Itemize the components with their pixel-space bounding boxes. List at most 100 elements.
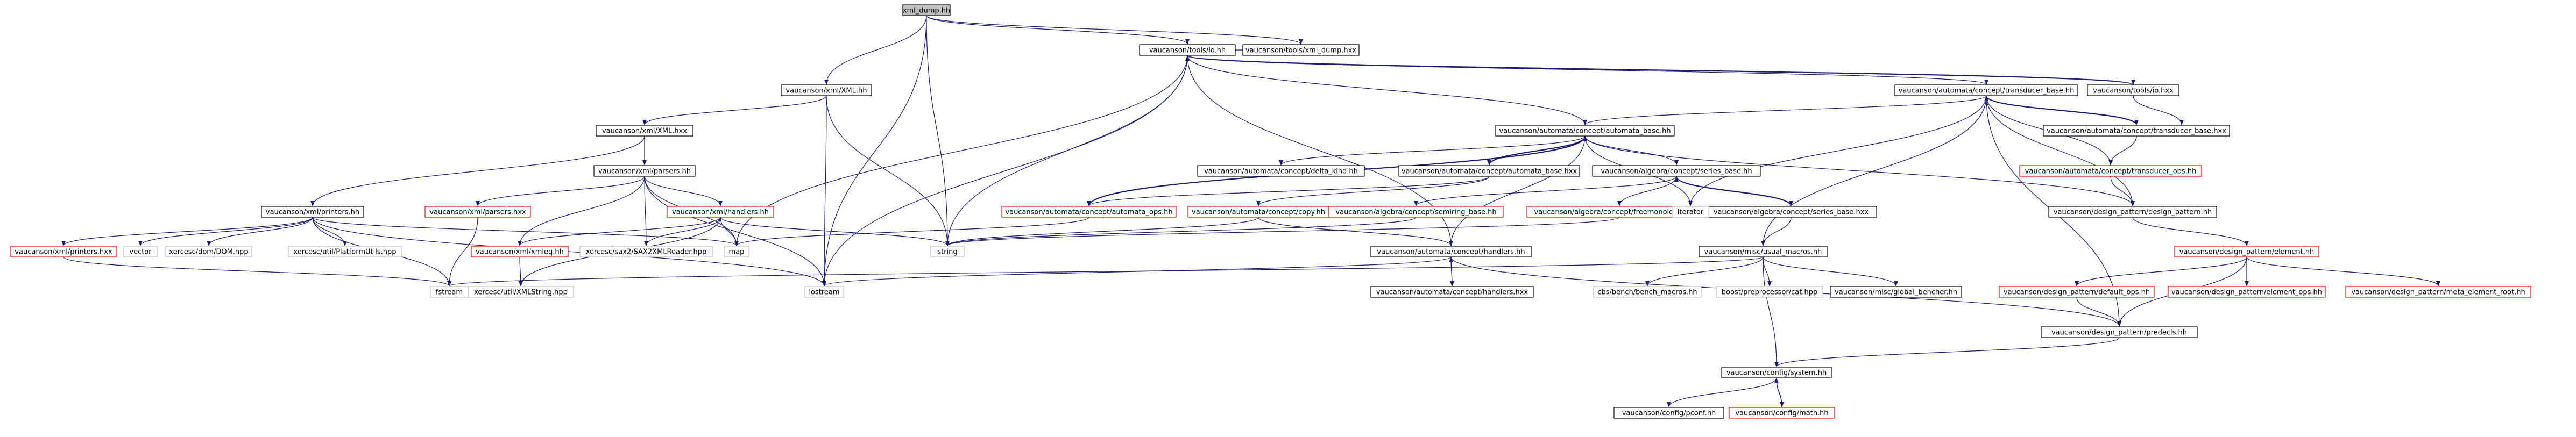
node-box[interactable] [1398,165,1580,177]
node-xml_printers_hxx[interactable]: vaucanson/xml/printers.hxx [10,246,117,257]
node-box[interactable] [1197,165,1365,177]
node-box[interactable] [902,4,951,16]
node-vector[interactable]: vector [123,246,158,257]
edge-tools_io_hh-to-transducer_base_hh [1187,55,1988,85]
node-box[interactable] [781,84,872,96]
node-box[interactable] [471,246,569,257]
node-xml_XML_hh[interactable]: vaucanson/xml/XML.hh [781,84,872,96]
node-box[interactable] [1242,44,1360,56]
node-box[interactable] [1370,286,1534,298]
node-box[interactable] [123,246,158,257]
node-box[interactable] [2048,206,2217,218]
node-box[interactable] [288,246,402,257]
node-series_base_hh[interactable]: vaucanson/algebra/concept/series_base.hh [1592,165,1761,177]
node-iostream[interactable]: iostream [804,286,844,298]
node-series_base_hxx[interactable]: vaucanson/algebra/concept/series_base.hx… [1705,206,1877,218]
node-xml_printers_hh[interactable]: vaucanson/xml/printers.hh [261,206,364,218]
node-box[interactable] [1593,286,1702,298]
node-xml_handlers_hh[interactable]: vaucanson/xml/handlers.hh [667,206,774,218]
node-transducer_base_hh[interactable]: vaucanson/automata/concept/transducer_ba… [1894,84,2078,96]
node-box[interactable] [804,286,844,298]
node-box[interactable] [724,246,749,257]
node-xml_xmleq_hh[interactable]: vaucanson/xml/xmleq.hh [471,246,569,257]
node-box[interactable] [424,206,531,218]
node-box[interactable] [1699,246,1828,257]
node-meta_element_root_hh[interactable]: vaucanson/design_pattern/meta_element_ro… [2345,286,2531,298]
node-xml_XML_hxx[interactable]: vaucanson/xml/XML.hxx [596,125,693,137]
node-box[interactable] [1592,165,1761,177]
node-config_math_hh[interactable]: vaucanson/config/math.hh [1729,407,1835,419]
node-xml_parsers_hxx[interactable]: vaucanson/xml/parsers.hxx [424,206,531,218]
node-automata_base_hxx[interactable]: vaucanson/automata/concept/automata_base… [1398,165,1580,177]
node-box[interactable] [1613,407,1724,419]
node-label: vaucanson/design_pattern/meta_element_ro… [2351,289,2525,297]
node-default_ops_hh[interactable]: vaucanson/design_pattern/default_ops.hh [1999,286,2155,298]
node-box[interactable] [2041,326,2198,338]
node-box[interactable] [165,246,252,257]
node-xml_dump_hh[interactable]: xml_dump.hh [902,4,951,16]
node-box[interactable] [593,165,696,177]
node-iterator[interactable]: iterator [1672,206,1709,218]
node-cat_hpp[interactable]: boost/preprocessor/cat.hpp [1716,286,1823,298]
node-box[interactable] [1721,367,1832,378]
node-box[interactable] [1716,286,1823,298]
node-handlers_hh[interactable]: vaucanson/automata/concept/handlers.hh [1370,246,1532,257]
node-box[interactable] [1139,44,1236,56]
edge-xml_printers_hh-to-xml_printers_hxx [61,217,313,246]
node-transducer_base_hxx[interactable]: vaucanson/automata/concept/transducer_ba… [2043,125,2230,137]
node-XMLString_hpp[interactable]: xercesc/util/XMLString.hpp [468,286,574,298]
node-box[interactable] [1672,206,1709,218]
node-box[interactable] [1729,407,1835,419]
node-SAX2XMLReader_hpp[interactable]: xercesc/sax2/SAX2XMLReader.hpp [579,246,713,257]
node-box[interactable] [2345,286,2531,298]
node-automata_base_hh[interactable]: vaucanson/automata/concept/automata_base… [1495,125,1675,137]
node-tools_xml_dump_hxx[interactable]: vaucanson/tools/xml_dump.hxx [1242,44,1360,56]
node-tools_io_hh[interactable]: vaucanson/tools/io.hh [1139,44,1236,56]
node-box[interactable] [1001,206,1177,218]
node-config_pconf_hh[interactable]: vaucanson/config/pconf.hh [1613,407,1724,419]
node-label: xml_dump.hh [903,7,951,15]
node-box[interactable] [10,246,117,257]
node-box[interactable] [1999,286,2155,298]
node-box[interactable] [2174,246,2319,257]
node-config_system_hh[interactable]: vaucanson/config/system.hh [1721,367,1832,378]
node-box[interactable] [261,206,364,218]
node-box[interactable] [1830,286,1962,298]
node-box[interactable] [1328,206,1504,218]
node-tools_io_hxx[interactable]: vaucanson/tools/io.hxx [2087,84,2179,96]
node-box[interactable] [1370,246,1532,257]
node-dom_DOM_hpp[interactable]: xercesc/dom/DOM.hpp [165,246,252,257]
node-box[interactable] [468,286,574,298]
node-box[interactable] [579,246,713,257]
node-box[interactable] [1495,125,1675,137]
node-delta_kind_hh[interactable]: vaucanson/automata/concept/delta_kind.hh [1197,165,1365,177]
node-global_bencher_hh[interactable]: vaucanson/misc/global_bencher.hh [1830,286,1962,298]
node-box[interactable] [2168,286,2326,298]
node-automata_ops_hh[interactable]: vaucanson/automata/concept/automata_ops.… [1001,206,1177,218]
node-label: cbs/bench/bench_macros.hh [1597,289,1697,297]
edge-freemonoid_base_hh-to-string [945,217,1620,246]
node-predecls_hh[interactable]: vaucanson/design_pattern/predecls.hh [2041,326,2198,338]
node-design_pattern_hh[interactable]: vaucanson/design_pattern/design_pattern.… [2048,206,2217,218]
node-element_hh[interactable]: vaucanson/design_pattern/element.hh [2174,246,2319,257]
edge-xml_printers_hh-to-vector [138,217,313,246]
node-usual_macros_hh[interactable]: vaucanson/misc/usual_macros.hh [1699,246,1828,257]
node-map[interactable]: map [724,246,749,257]
node-copy_hh[interactable]: vaucanson/automata/concept/copy.hh [1187,206,1329,218]
node-handlers_hxx[interactable]: vaucanson/automata/concept/handlers.hxx [1370,286,1534,298]
node-element_ops_hh[interactable]: vaucanson/design_pattern/element_ops.hh [2168,286,2326,298]
node-box[interactable] [667,206,774,218]
node-PlatformUtils_hpp[interactable]: xercesc/util/PlatformUtils.hpp [288,246,402,257]
node-xml_parsers_hh[interactable]: vaucanson/xml/parsers.hh [593,165,696,177]
node-box[interactable] [2019,165,2202,177]
node-transducer_ops_hh[interactable]: vaucanson/automata/concept/transducer_op… [2019,165,2202,177]
node-box[interactable] [930,246,965,257]
node-box[interactable] [596,125,693,137]
node-box[interactable] [2087,84,2179,96]
node-string[interactable]: string [930,246,965,257]
node-bench_macros_hh[interactable]: cbs/bench/bench_macros.hh [1593,286,1702,298]
node-box[interactable] [2043,125,2230,137]
node-semiring_base_hh[interactable]: vaucanson/algebra/concept/semiring_base.… [1328,206,1504,218]
node-box[interactable] [1894,84,2078,96]
node-fstream[interactable]: fstream [430,286,469,298]
